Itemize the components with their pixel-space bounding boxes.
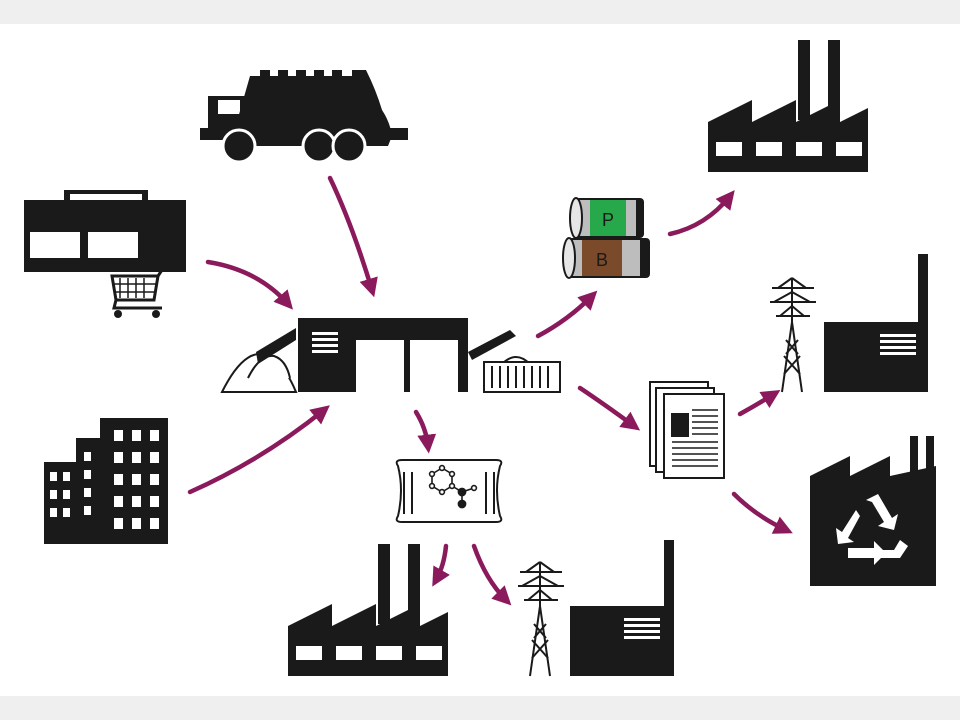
arrow-facility-to-drums <box>535 290 598 339</box>
paper-documents-icon <box>649 381 725 479</box>
drum-bottom-label: B <box>596 250 608 270</box>
drum-top-label: P <box>602 210 614 230</box>
recycle-icon <box>836 494 908 565</box>
shop-with-cart-icon <box>24 190 186 318</box>
chemical-molecule-package-icon <box>395 459 503 523</box>
shopping-cart-icon <box>110 263 168 310</box>
arrow-papers-to-powerplant <box>737 389 781 417</box>
drum-bottom: B <box>562 237 650 279</box>
transmission-tower-icon <box>518 561 564 677</box>
flow-arrows <box>187 175 793 606</box>
drum-top: P <box>569 197 644 239</box>
garbage-truck-icon <box>200 70 408 164</box>
bale-container-icon <box>483 361 561 393</box>
transmission-tower-icon <box>770 277 816 393</box>
power-plant-icon <box>770 254 928 393</box>
processing-plant-icon <box>220 318 561 393</box>
arrow-facility-to-papers <box>577 385 641 431</box>
molecule-icon <box>428 464 478 509</box>
storage-drums-icon: P B <box>562 197 650 279</box>
power-plant-icon <box>518 540 674 677</box>
arrow-facility-to-package <box>413 409 437 454</box>
arrow-buildings-to-facility <box>187 405 330 495</box>
diagram-canvas: P B <box>0 24 960 696</box>
arrow-package-to-powerplant <box>471 543 512 606</box>
arrow-package-to-factory <box>432 543 450 587</box>
factory-icon <box>288 544 448 676</box>
arrow-papers-to-recycling <box>731 491 793 534</box>
arrow-drums-to-factory <box>667 190 735 237</box>
arrow-truck-to-facility <box>327 175 378 298</box>
recycling-factory-icon <box>810 436 936 586</box>
factory-icon <box>708 40 868 172</box>
city-buildings-icon <box>44 418 168 544</box>
arrow-store-to-facility <box>205 259 294 310</box>
